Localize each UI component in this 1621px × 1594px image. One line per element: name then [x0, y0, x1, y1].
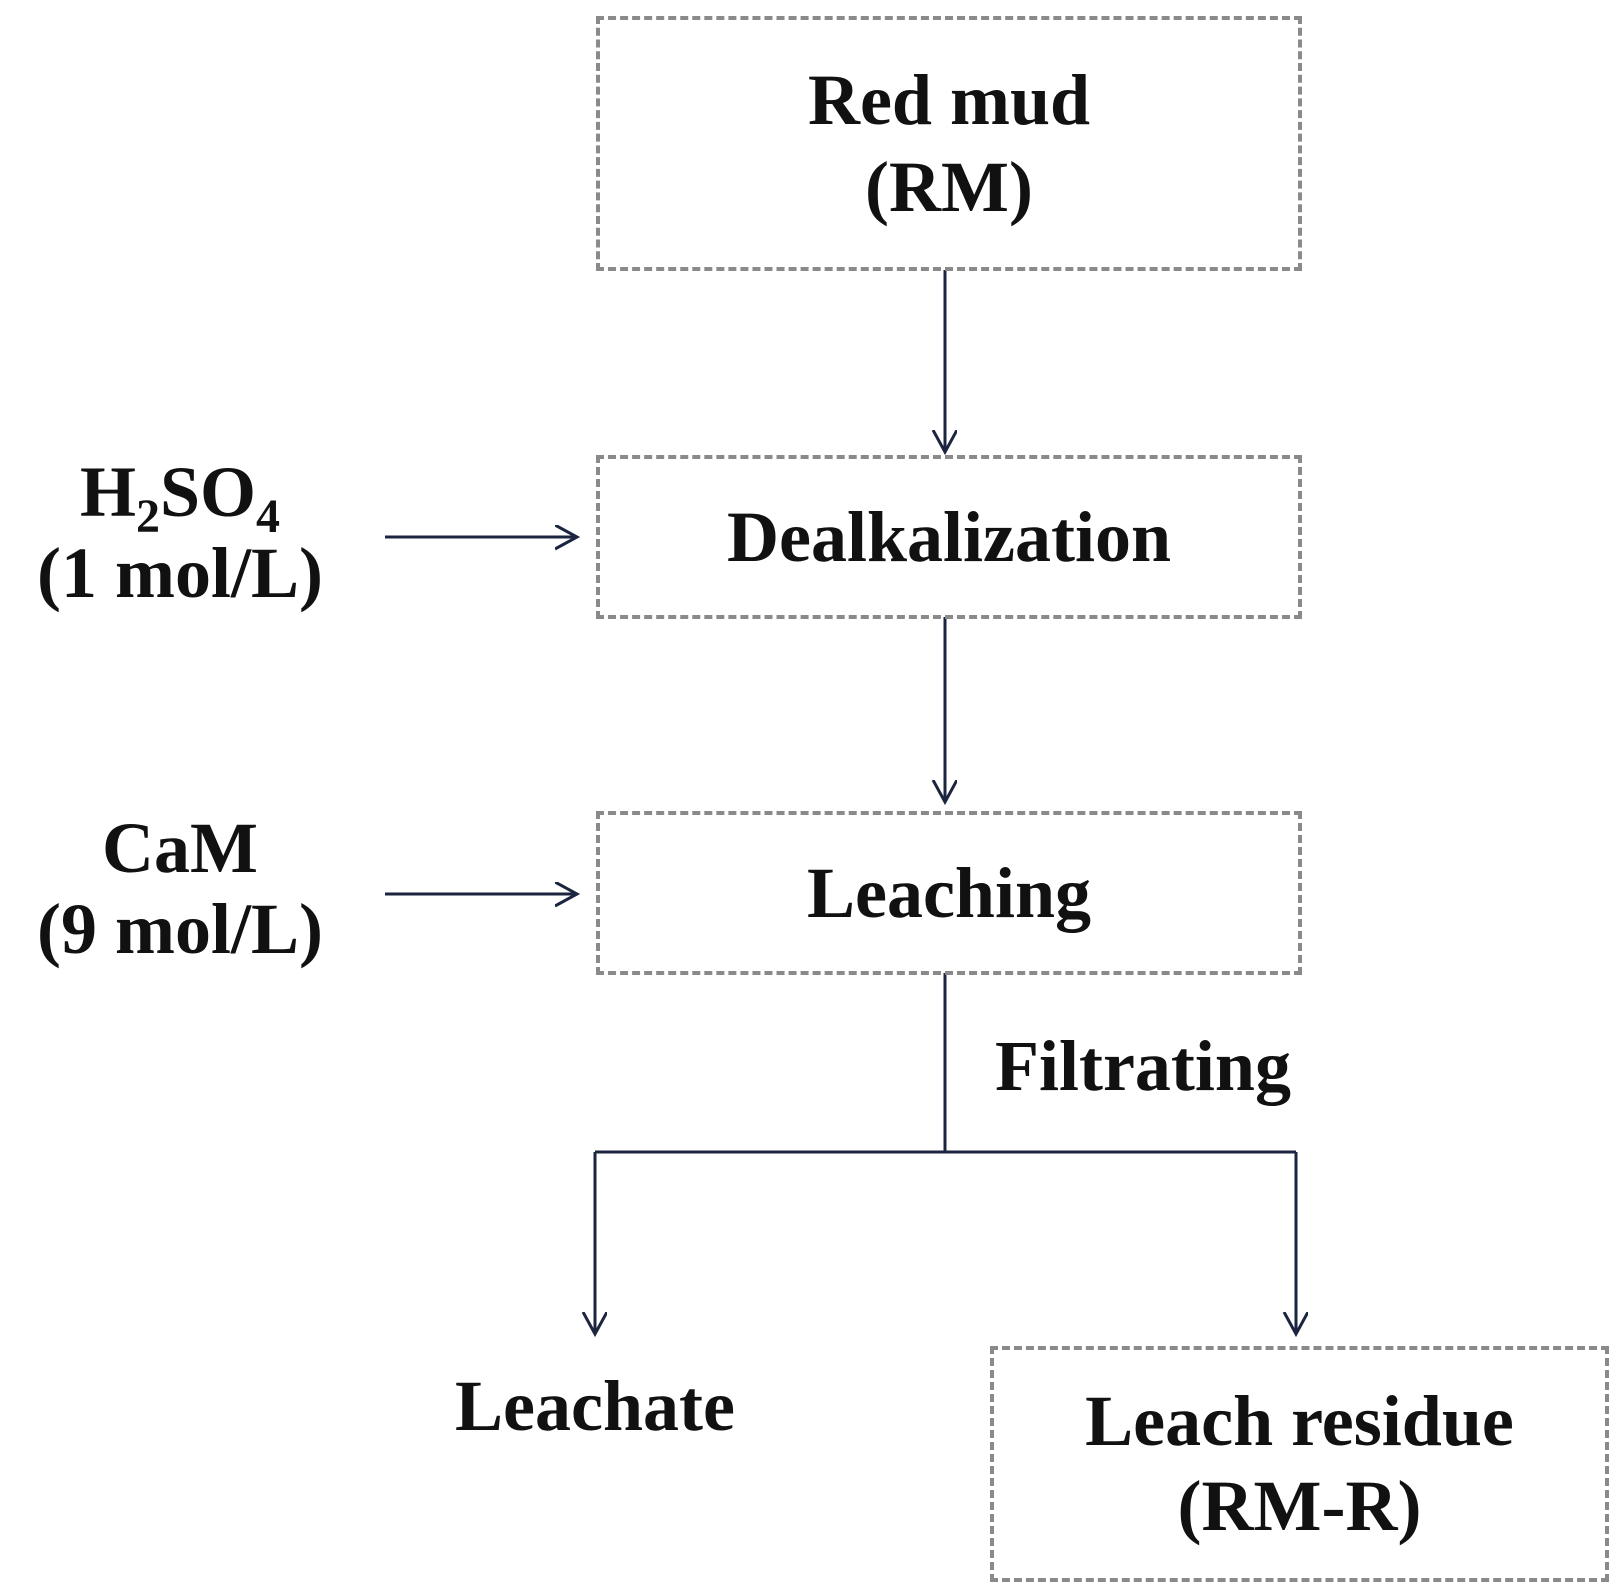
acid-formula: H2SO4 — [79, 452, 281, 543]
leachate-node: Leachate — [385, 1366, 805, 1447]
dealkalization-label: Dealkalization — [727, 496, 1171, 577]
leach-residue-label: Leach residue — [1085, 1381, 1514, 1462]
dealkalization-node: Dealkalization — [596, 455, 1302, 619]
red-mud-abbreviation: (RM) — [865, 146, 1033, 227]
red-mud-node: Red mud (RM) — [596, 16, 1302, 271]
leaching-node: Leaching — [596, 811, 1302, 975]
leachate-label: Leachate — [455, 1366, 735, 1446]
leach-residue-abbreviation: (RM-R) — [1177, 1466, 1422, 1546]
cam-input: CaM (9 mol/L) — [0, 808, 360, 969]
acid-concentration: (1 mol/L) — [37, 532, 323, 613]
cam-concentration: (9 mol/L) — [37, 888, 323, 969]
leach-residue-node: Leach residue (RM-R) — [990, 1346, 1609, 1582]
filtrating-label: Filtrating — [995, 1026, 1291, 1106]
red-mud-label: Red mud — [807, 60, 1091, 141]
cam-name: CaM — [102, 808, 258, 888]
leaching-label: Leaching — [806, 852, 1092, 933]
acid-input: H2SO4 (1 mol/L) — [0, 452, 360, 613]
